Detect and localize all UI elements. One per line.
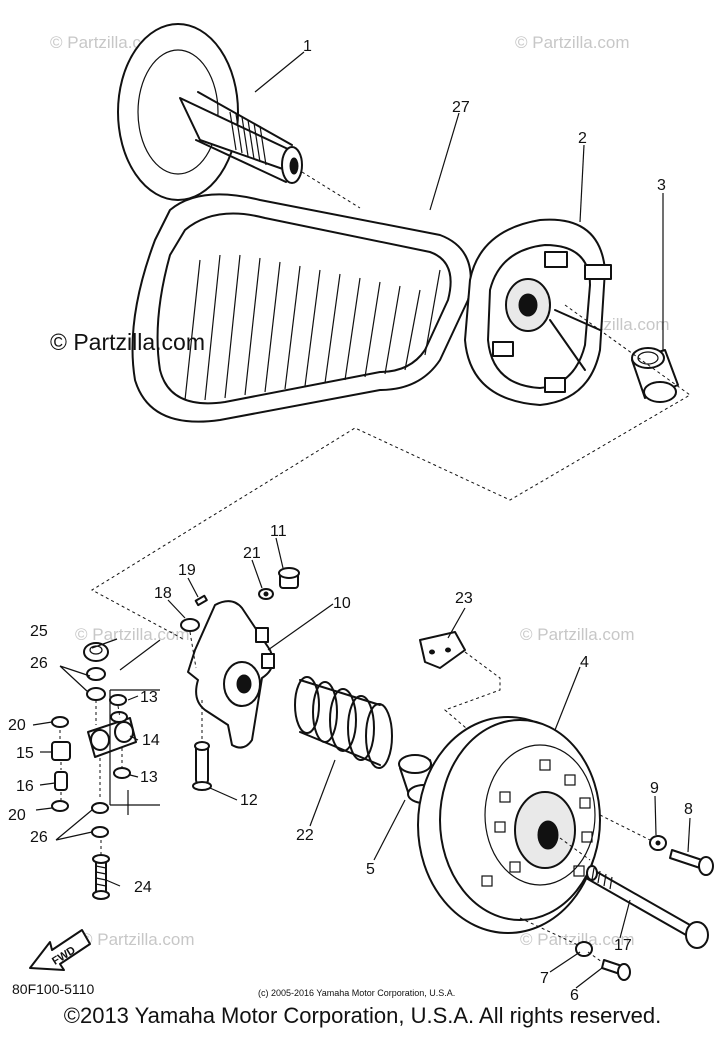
part-washers-26 [86, 667, 109, 838]
callout-27: 27 [452, 99, 470, 116]
callout-7: 7 [540, 970, 549, 987]
callout-21: 21 [243, 545, 261, 562]
part-weights-14 [87, 711, 137, 758]
part-bolt-24 [92, 854, 110, 900]
callout-16: 16 [16, 778, 34, 795]
callout-25: 25 [30, 623, 48, 640]
part-bolt-17 [585, 865, 709, 949]
diagram-code: 80F100-5110 [12, 981, 94, 997]
callout-3: 3 [657, 177, 666, 194]
part-nut-25 [83, 642, 109, 662]
part-drive-belt-27 [131, 193, 472, 423]
callout-8: 8 [684, 801, 693, 818]
callout-10: 10 [333, 595, 351, 612]
callout-26-top: 26 [30, 655, 48, 672]
part-bushing-3 [631, 347, 679, 403]
svg-text:© Partzilla.com: © Partzilla.com [520, 930, 635, 949]
callout-17: 17 [614, 937, 632, 954]
callout-20-bottom: 20 [8, 807, 26, 824]
part-rollers-15-16-20 [51, 716, 71, 812]
callout-4: 4 [580, 654, 589, 671]
callout-23: 23 [455, 590, 473, 607]
part-pin-12 [192, 741, 212, 791]
svg-text:© Partzilla.com: © Partzilla.com [80, 930, 195, 949]
callout-15: 15 [16, 745, 34, 762]
part-arm-10 [187, 600, 275, 749]
callout-6: 6 [570, 987, 579, 1004]
svg-text:© Partzilla.com: © Partzilla.com [50, 33, 165, 52]
part-spider-2 [464, 218, 612, 406]
callout-labels: 1 27 2 3 11 21 19 18 10 23 4 25 26 13 14… [8, 38, 693, 1004]
part-collars-13 [109, 694, 131, 779]
callout-14: 14 [142, 732, 160, 749]
callout-1: 1 [303, 38, 312, 55]
part-bolt-8 [669, 849, 714, 876]
callout-5: 5 [366, 861, 375, 878]
forward-arrow-icon: FWD [29, 929, 91, 971]
svg-text:© Partzilla.com: © Partzilla.com [520, 625, 635, 644]
watermark-main: © Partzilla.com [50, 329, 205, 355]
part-bolt-6 [601, 959, 631, 981]
part-collar-11 [278, 567, 300, 589]
svg-text:© Partzilla.com: © Partzilla.com [75, 625, 190, 644]
callout-20-top: 20 [8, 717, 26, 734]
callout-11: 11 [270, 523, 287, 540]
callout-18: 18 [154, 585, 172, 602]
callout-9: 9 [650, 780, 659, 797]
small-copyright: (c) 2005-2016 Yamaha Motor Corporation, … [258, 988, 455, 998]
part-spring-22 [294, 676, 393, 769]
part-sheave-1 [117, 23, 303, 201]
callout-26-bottom: 26 [30, 829, 48, 846]
callout-12: 12 [240, 792, 258, 809]
callout-13-bottom: 13 [140, 769, 158, 786]
callout-13-top: 13 [140, 689, 158, 706]
callout-24: 24 [134, 879, 152, 896]
copyright-notice: ©2013 Yamaha Motor Corporation, U.S.A. A… [63, 1003, 662, 1028]
callout-19: 19 [178, 562, 196, 579]
part-washer-21 [258, 588, 274, 600]
part-pin-19 [194, 594, 208, 607]
callout-2: 2 [578, 130, 587, 147]
part-moveable-sheave-4 [417, 716, 601, 934]
part-nut-7 [575, 941, 593, 957]
part-bracket-23 [419, 631, 466, 669]
callout-22: 22 [296, 827, 314, 844]
part-washer-18 [180, 618, 200, 632]
part-nut-9 [649, 835, 667, 851]
svg-text:© Partzilla.com: © Partzilla.com [515, 33, 630, 52]
